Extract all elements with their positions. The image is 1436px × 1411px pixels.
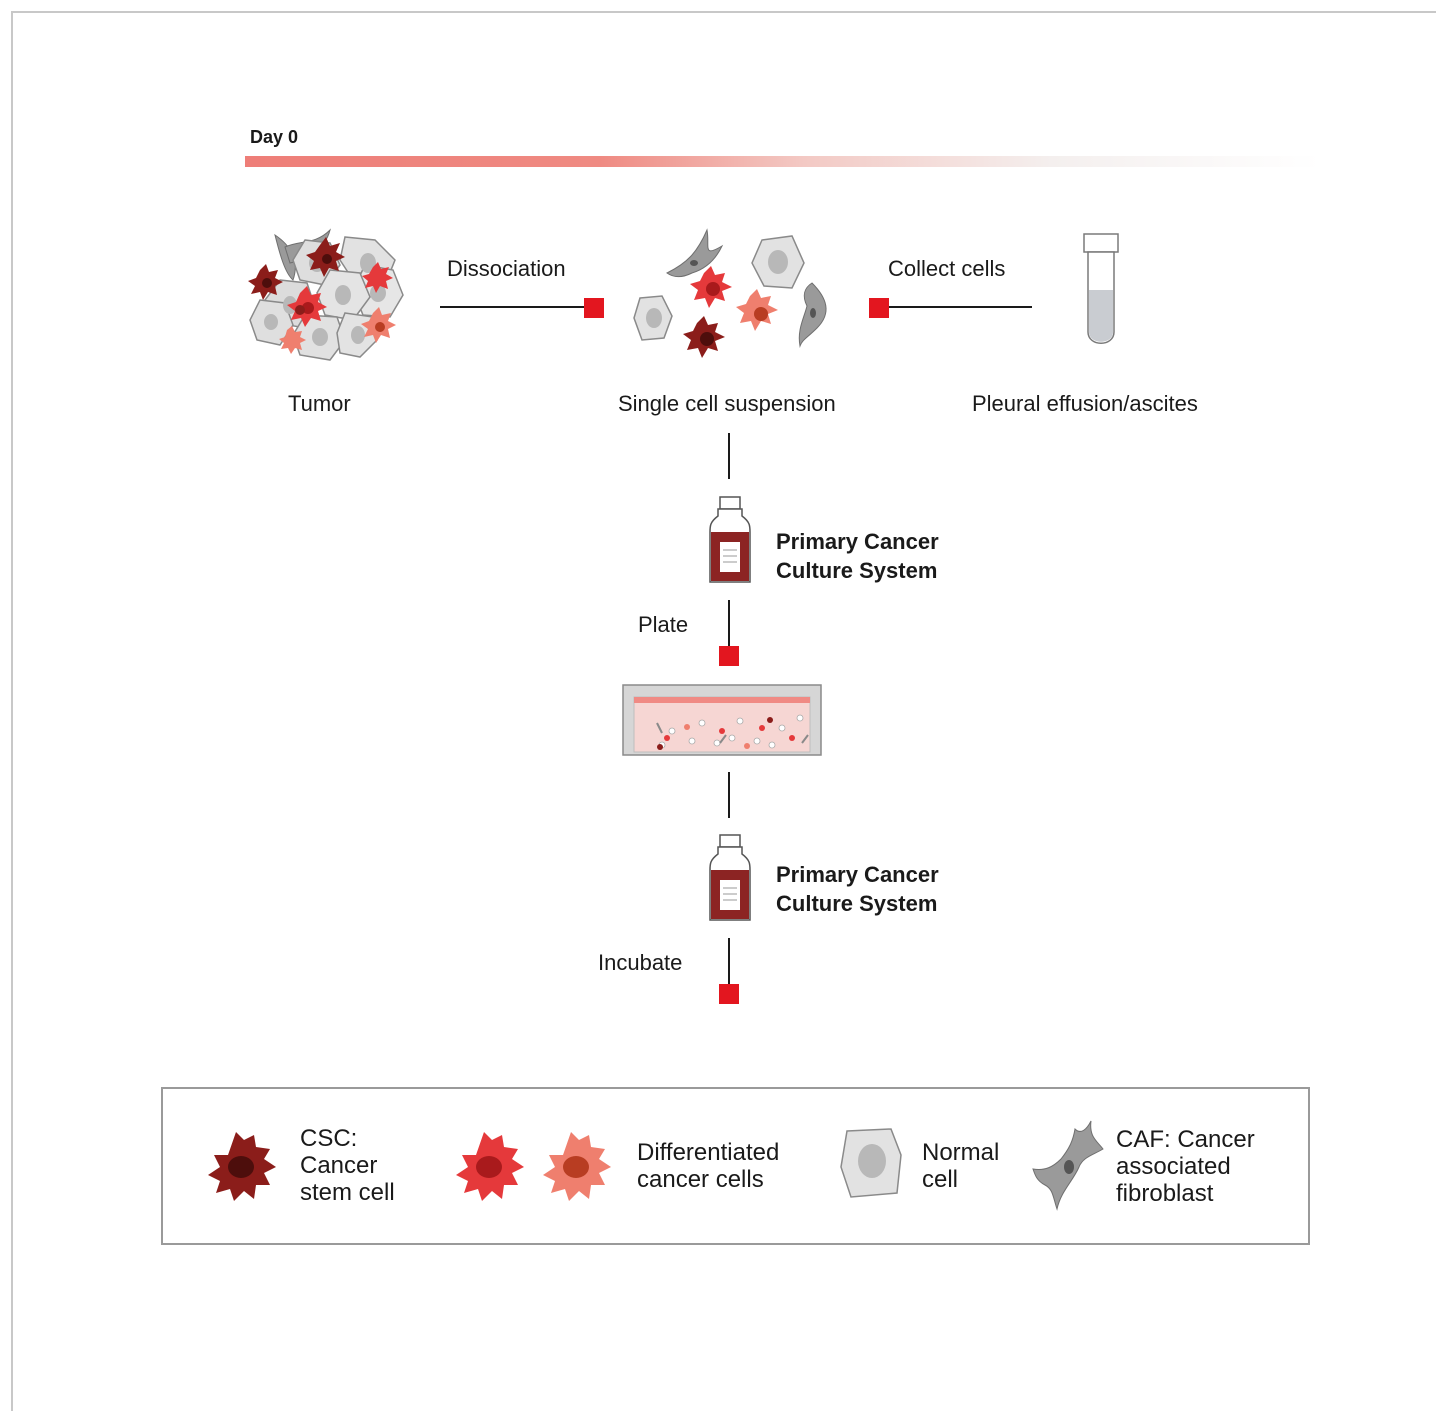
caf-icon xyxy=(1032,1120,1104,1211)
culture-dish-icon xyxy=(622,684,822,756)
connector-plate xyxy=(728,600,730,650)
diff-salmon-icon xyxy=(543,1132,611,1201)
connector-collect xyxy=(880,306,1032,308)
connector-to-bottle-1 xyxy=(728,433,730,479)
reagent-line2: Culture System xyxy=(776,891,938,916)
marker-incubate xyxy=(719,984,739,1004)
single-cell-illustration xyxy=(633,228,827,358)
normal-cell-icon xyxy=(840,1128,902,1198)
legend-box: CSC: Cancer stem cell Differentiated can… xyxy=(161,1087,1310,1245)
step-dissociation: Dissociation xyxy=(447,256,566,281)
legend-normal-label: Normal cell xyxy=(922,1139,1000,1193)
marker-collect xyxy=(869,298,889,318)
reagent-line2: Culture System xyxy=(776,558,938,583)
marker-plate xyxy=(719,646,739,666)
timeline-bar xyxy=(245,156,1320,167)
legend-diff-label: Differentiated cancer cells xyxy=(637,1139,780,1193)
legend-csc-label: CSC: Cancer stem cell xyxy=(300,1125,395,1206)
marker-dissociation xyxy=(584,298,604,318)
reagent-bottle-icon xyxy=(709,834,751,921)
label-tumor: Tumor xyxy=(288,391,351,416)
reagent-bottle-icon xyxy=(709,496,751,583)
connector-dissociation xyxy=(440,306,590,308)
figure-frame xyxy=(11,11,1436,1411)
legend-caf-label: CAF: Cancer associated fibroblast xyxy=(1116,1126,1255,1207)
timeline-label: Day 0 xyxy=(250,127,299,147)
label-single-cell-suspension: Single cell suspension xyxy=(618,391,836,416)
label-pleural-effusion: Pleural effusion/ascites xyxy=(972,391,1198,416)
csc-icon xyxy=(208,1132,276,1201)
reagent-line1: Primary Cancer xyxy=(776,529,939,554)
fibroblast-cell xyxy=(666,228,724,278)
tumor-illustration xyxy=(248,228,404,361)
test-tube-icon xyxy=(1083,233,1119,344)
reagent-label-2: Primary Cancer Culture System xyxy=(776,860,939,918)
step-incubate: Incubate xyxy=(598,950,683,975)
connector-incubate xyxy=(728,938,730,988)
reagent-label-1: Primary Cancer Culture System xyxy=(776,527,939,585)
diff-red-icon xyxy=(456,1132,524,1201)
step-plate: Plate xyxy=(638,612,689,637)
reagent-line1: Primary Cancer xyxy=(776,862,939,887)
step-collect-cells: Collect cells xyxy=(888,256,1006,281)
connector-to-bottle-2 xyxy=(728,772,730,818)
